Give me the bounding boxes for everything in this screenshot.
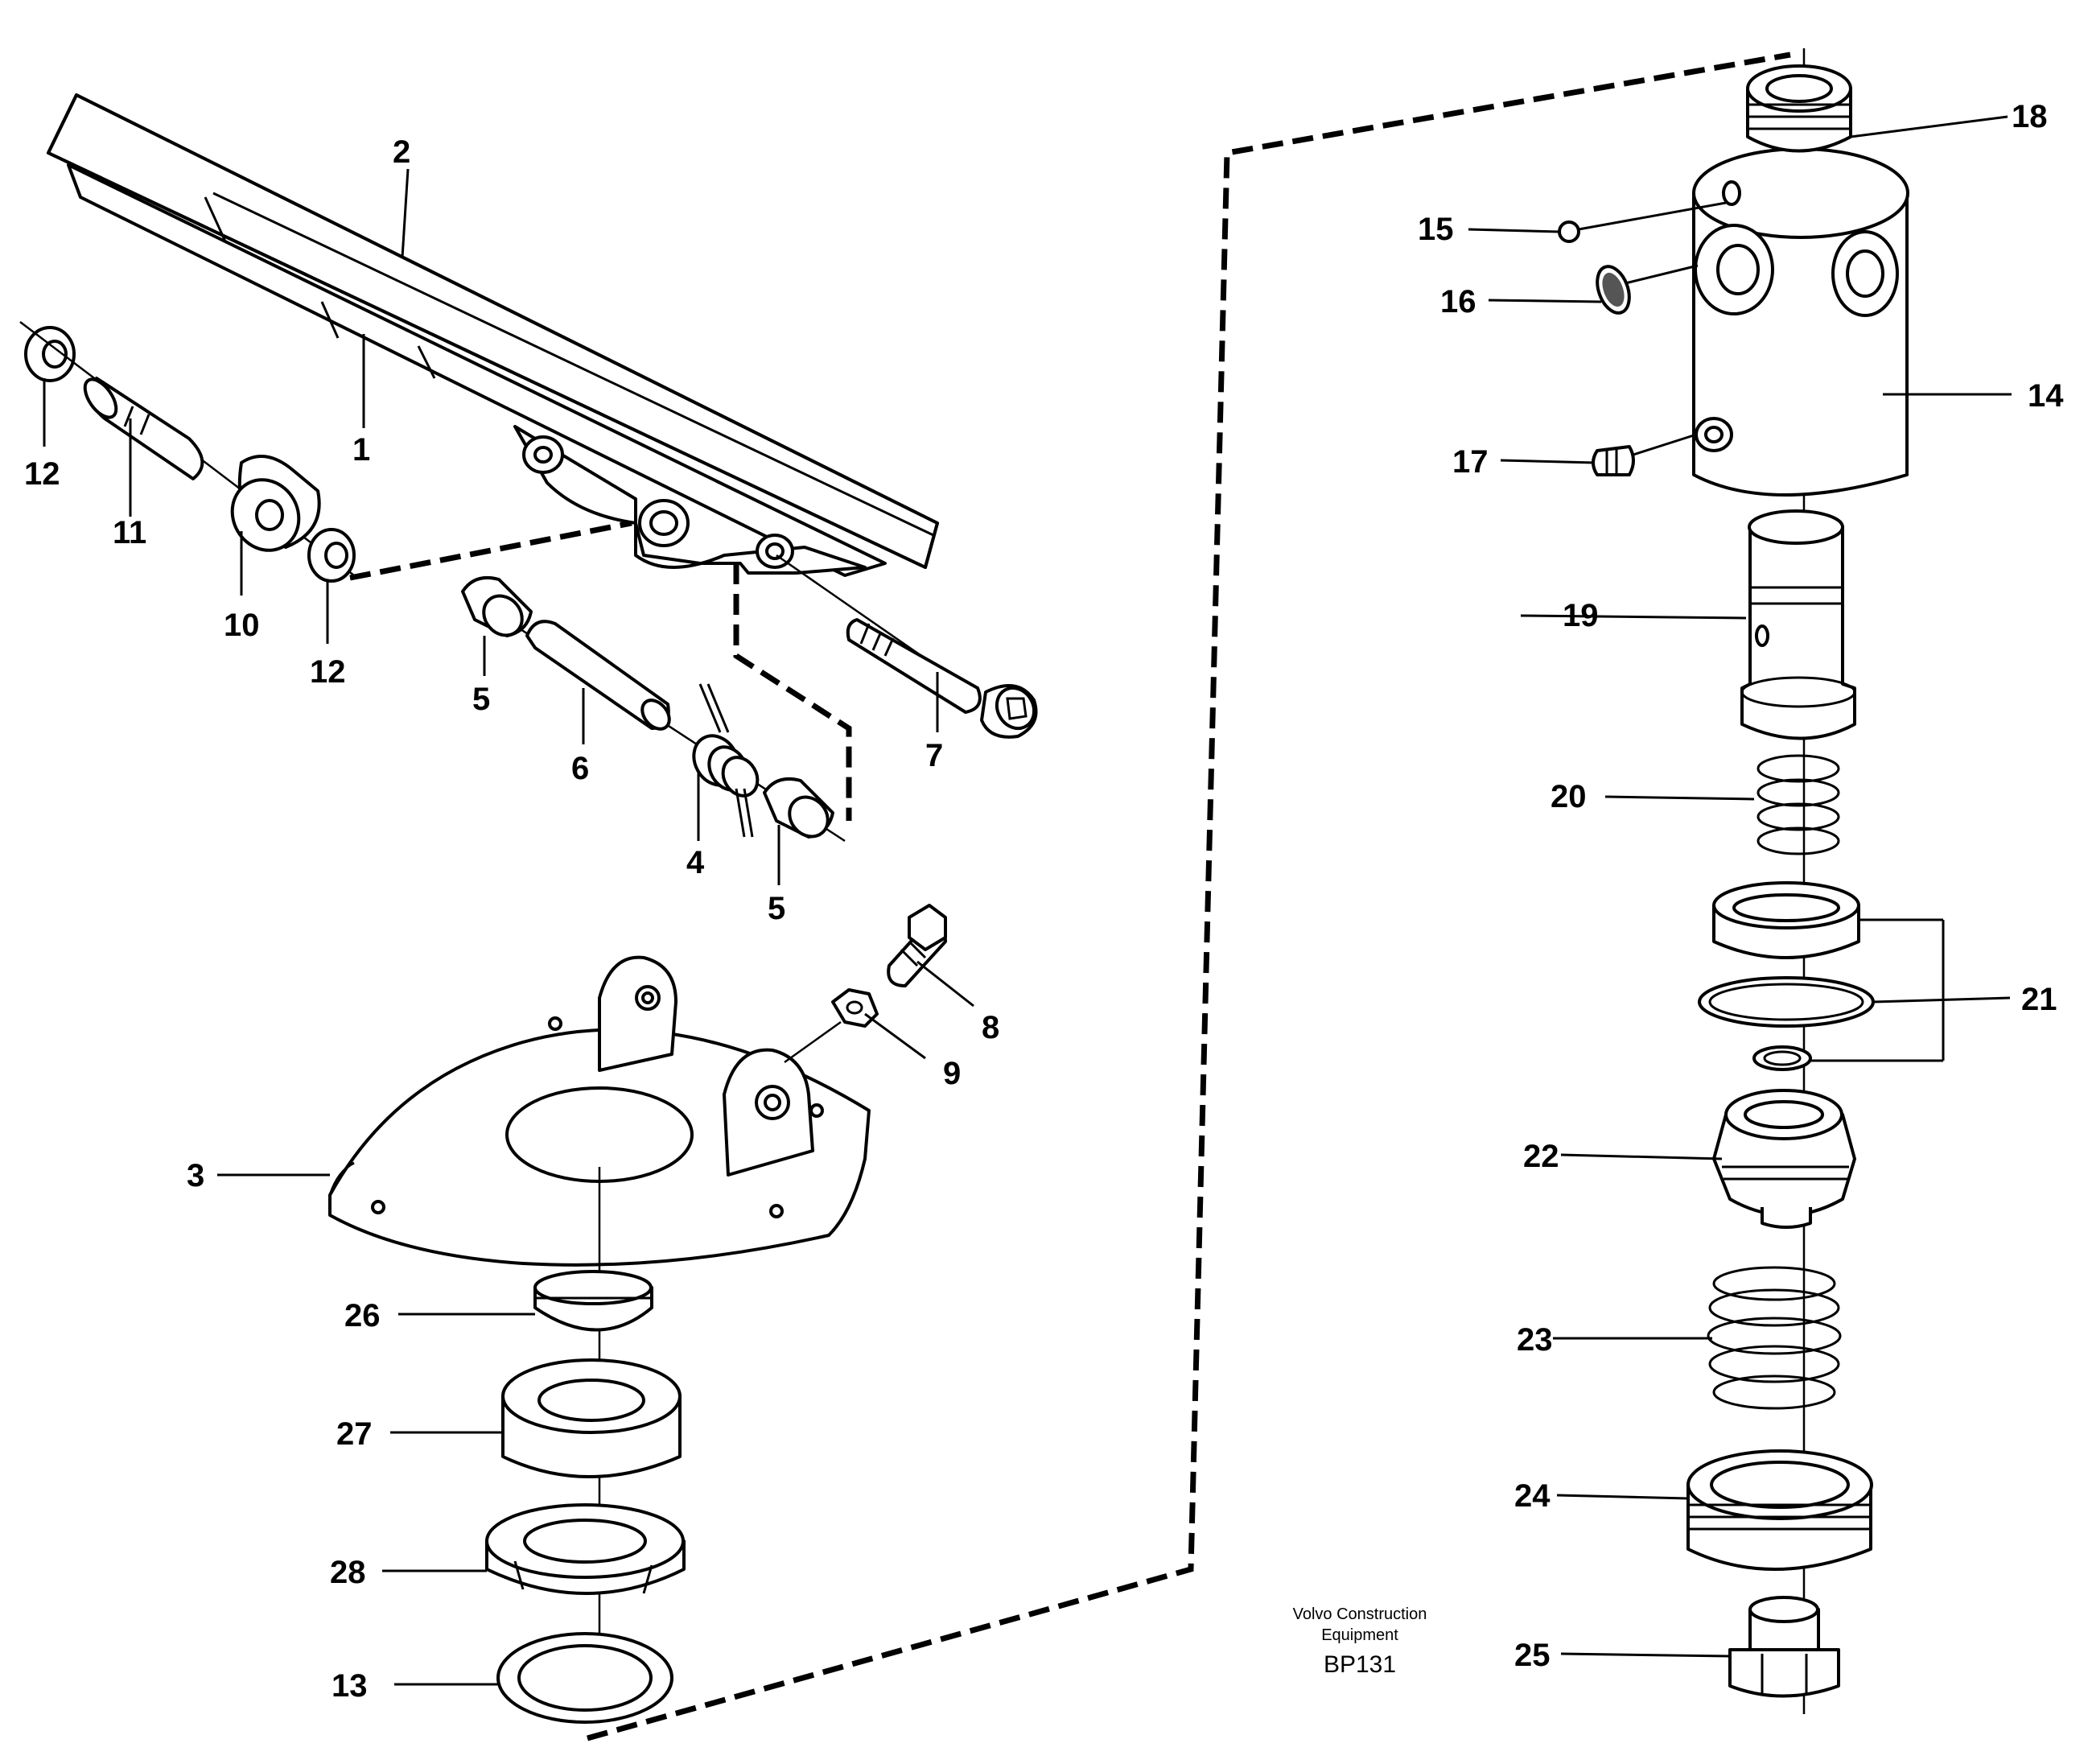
callout-13: 13 bbox=[332, 1668, 368, 1704]
callout-25: 25 bbox=[1514, 1638, 1551, 1673]
callout-27: 27 bbox=[336, 1416, 373, 1452]
callout-24: 24 bbox=[1514, 1478, 1551, 1514]
bushing-10 bbox=[230, 455, 321, 552]
plug-24 bbox=[1686, 1449, 1873, 1571]
nut-9 bbox=[831, 988, 879, 1028]
fitting-25 bbox=[1728, 1596, 1840, 1698]
callout-2: 2 bbox=[393, 134, 410, 170]
credit-line-2: Equipment bbox=[1321, 1626, 1398, 1644]
callout-14: 14 bbox=[2028, 378, 2064, 414]
spring-20 bbox=[1756, 754, 1840, 855]
assembly-dashed-lines bbox=[349, 52, 1791, 1741]
callout-6: 6 bbox=[571, 751, 589, 786]
valve-top-18 bbox=[1746, 64, 1852, 153]
spring-23 bbox=[1707, 1266, 1842, 1410]
callout-19: 19 bbox=[1563, 598, 1599, 633]
filter-16 bbox=[1596, 265, 1631, 315]
callout-9: 9 bbox=[943, 1056, 961, 1091]
pin-11 bbox=[83, 377, 204, 480]
plate-lug-right bbox=[723, 1048, 814, 1177]
callout-28: 28 bbox=[330, 1555, 366, 1590]
callout-17: 17 bbox=[1452, 444, 1489, 480]
callout-12-left: 12 bbox=[24, 456, 60, 492]
callout-4: 4 bbox=[686, 845, 705, 880]
callout-numbers: 2 1 3 4 5 5 6 7 8 9 10 11 12 12 13 14 15… bbox=[24, 99, 2064, 1704]
ball-15 bbox=[1558, 220, 1580, 243]
callout-18: 18 bbox=[2012, 99, 2048, 134]
plate-lug-left bbox=[598, 955, 677, 1072]
spool-19 bbox=[1740, 509, 1856, 740]
callout-21: 21 bbox=[2021, 982, 2057, 1017]
callout-5-upper: 5 bbox=[472, 682, 490, 717]
pedal-plate bbox=[47, 93, 939, 577]
ring-26 bbox=[533, 1270, 653, 1332]
nut-28 bbox=[485, 1503, 686, 1595]
callout-10: 10 bbox=[224, 608, 260, 643]
callout-5-lower: 5 bbox=[768, 891, 785, 926]
callout-11: 11 bbox=[113, 515, 146, 550]
circlip-left bbox=[24, 326, 76, 382]
valve-seat-22 bbox=[1712, 1089, 1856, 1229]
credit-block: Volvo Construction Equipment BP131 bbox=[1293, 1605, 1427, 1678]
callout-16: 16 bbox=[1440, 284, 1476, 319]
bushing-5-lower bbox=[763, 777, 834, 839]
seal-kit-21 bbox=[1698, 881, 1875, 1071]
callout-23: 23 bbox=[1517, 1322, 1553, 1358]
callout-22: 22 bbox=[1523, 1139, 1559, 1174]
washer-13 bbox=[496, 1632, 673, 1724]
callout-3: 3 bbox=[187, 1158, 204, 1193]
valve-housing-14 bbox=[1692, 147, 1909, 497]
circlip-right bbox=[307, 528, 356, 583]
callout-26: 26 bbox=[344, 1298, 381, 1333]
callout-1: 1 bbox=[352, 432, 370, 468]
screw-17 bbox=[1592, 445, 1635, 476]
callout-15: 15 bbox=[1418, 212, 1454, 247]
spring-4 bbox=[692, 683, 760, 838]
credit-line-1: Volvo Construction bbox=[1293, 1605, 1427, 1623]
callout-8: 8 bbox=[982, 1010, 999, 1045]
bushing-5-upper bbox=[461, 575, 533, 637]
callout-7: 7 bbox=[925, 738, 943, 773]
pedal-bracket bbox=[513, 425, 867, 575]
callout-20: 20 bbox=[1551, 779, 1587, 814]
drawing-code: BP131 bbox=[1324, 1651, 1396, 1678]
bolt-7 bbox=[846, 618, 1038, 739]
bolt-8 bbox=[887, 904, 947, 987]
callout-12-right: 12 bbox=[310, 654, 346, 690]
pin-6 bbox=[525, 620, 671, 731]
seal-27 bbox=[501, 1358, 682, 1478]
leader-lines bbox=[43, 115, 2012, 1686]
